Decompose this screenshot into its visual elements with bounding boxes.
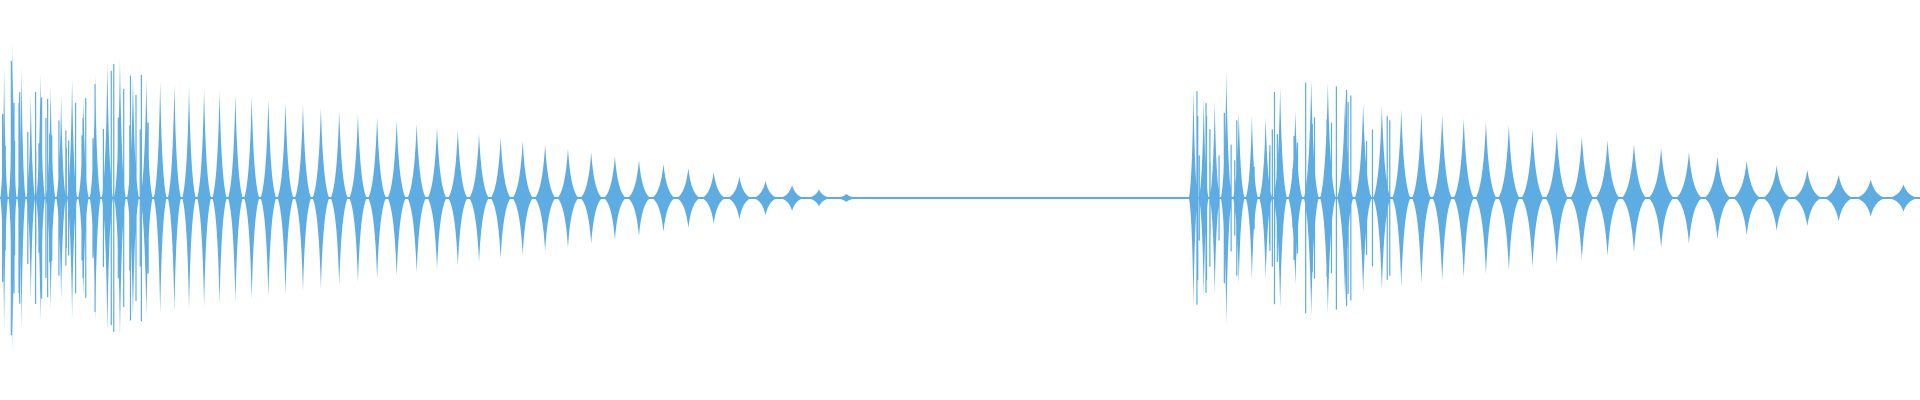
waveform-baseline	[1188, 197, 1920, 199]
waveform-segment-silence	[860, 197, 1189, 199]
waveform-silence-line	[860, 197, 1189, 199]
waveform-segment-second-clip	[1188, 71, 1920, 325]
waveform-segment-first-clip	[0, 43, 861, 353]
waveform-baseline	[0, 197, 861, 199]
